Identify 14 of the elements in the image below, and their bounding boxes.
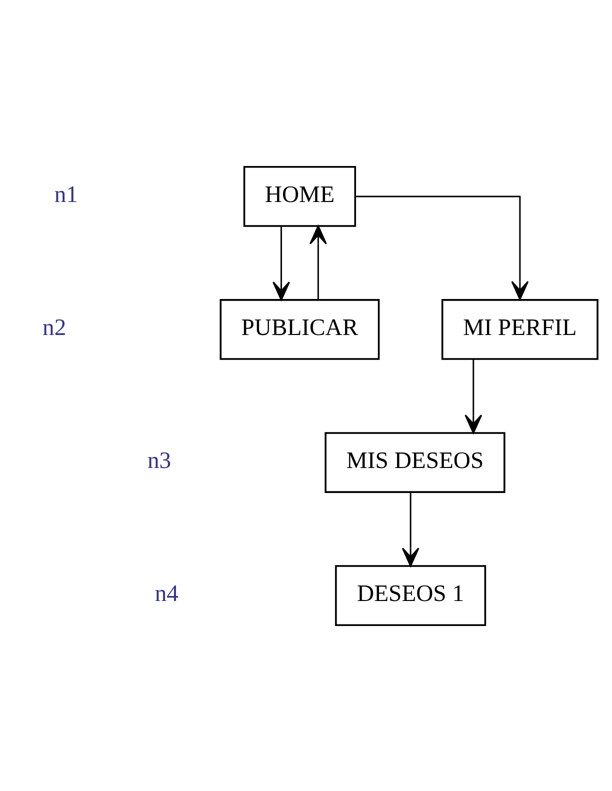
label: n2 <box>42 314 66 341</box>
node-box: HOME <box>243 166 356 226</box>
arrow <box>355 195 529 300</box>
node-box: PUBLICAR <box>220 298 380 360</box>
label: n3 <box>147 448 172 474</box>
label: n4 <box>154 580 179 607</box>
arrow <box>272 226 290 300</box>
node-box: DESEOS 1 <box>335 564 486 626</box>
label: n1 <box>54 182 78 208</box>
arrow <box>464 359 482 434</box>
arrow <box>402 492 420 566</box>
arrow <box>309 224 327 299</box>
node-box: MIS DESEOS <box>324 432 506 492</box>
node-box: MI PERFIL <box>441 298 598 360</box>
